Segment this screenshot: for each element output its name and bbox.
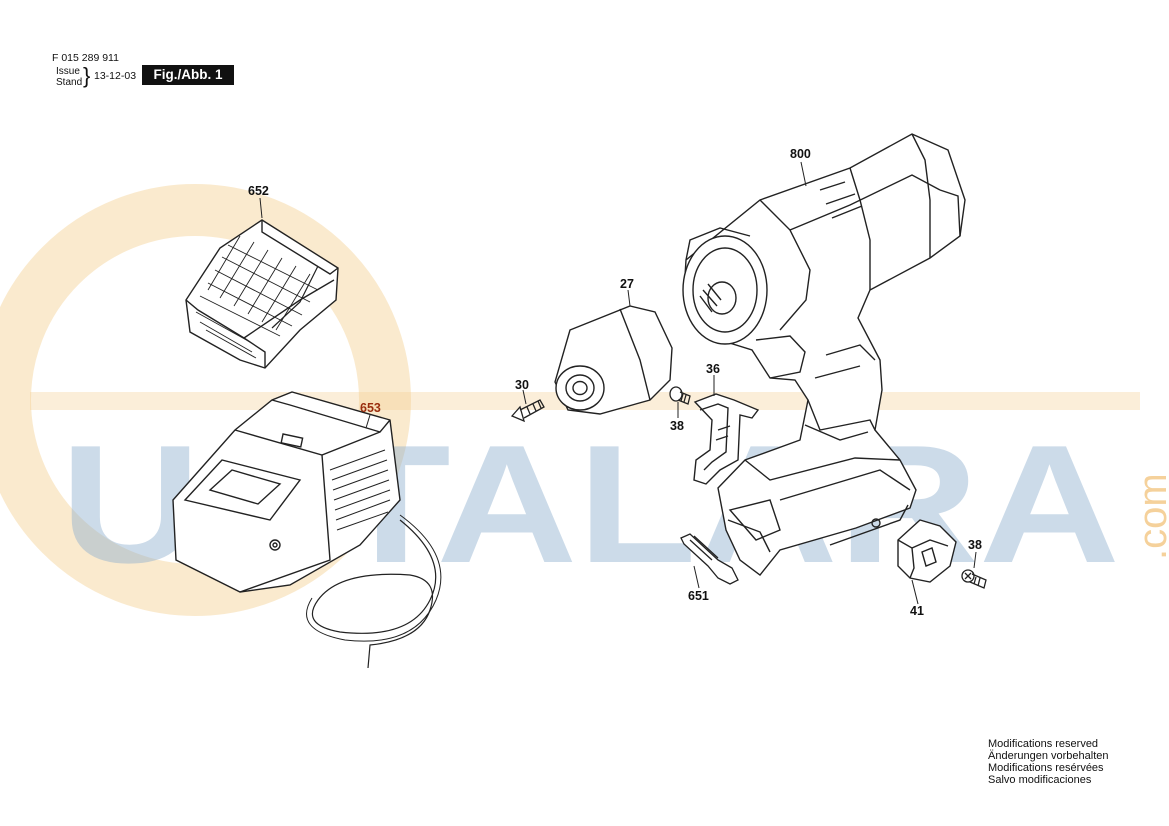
callout-41: 41 [910, 604, 924, 618]
issue-date: 13-12-03 [94, 70, 137, 82]
callout-36: 36 [706, 362, 720, 376]
watermark-suffix: .com [1131, 473, 1169, 560]
part-41-drawing [897, 519, 957, 583]
charger-drawing [172, 391, 442, 669]
footer-line-fr: Modifications resérvées [988, 762, 1104, 774]
screw-38-upper-drawing [669, 386, 691, 405]
belt-clip-drawing [693, 393, 760, 485]
callout-653: 653 [360, 401, 381, 415]
screw-30-drawing [510, 399, 545, 423]
callout-38-lower: 38 [968, 538, 982, 552]
screwdriver-bit-drawing [680, 533, 739, 585]
callout-27: 27 [620, 277, 634, 291]
callout-651: 651 [688, 589, 709, 603]
leader-lines [259, 161, 977, 605]
document-number: F 015 289 911 [52, 52, 119, 64]
callout-labels: 652 653 27 30 38 36 800 651 38 41 [248, 147, 982, 618]
watermark-ring [0, 184, 411, 616]
footer-line-de: Änderungen vorbehalten [988, 750, 1109, 762]
footer-line-en: Modifications reserved [988, 738, 1099, 750]
callout-30: 30 [515, 378, 529, 392]
stand-label: Stand [56, 77, 83, 88]
brace-glyph: } [83, 63, 91, 88]
callout-652: 652 [248, 184, 269, 198]
footer-line-es: Salvo modificaciones [988, 774, 1092, 786]
chuck-drawing [554, 305, 673, 415]
callout-38-upper: 38 [670, 419, 684, 433]
issue-label: Issue [56, 66, 80, 77]
screw-38-lower-drawing [961, 569, 987, 589]
battery-pack-drawing [185, 219, 339, 369]
modifications-notice: Modifications reserved Änderungen vorbeh… [988, 738, 1108, 786]
callout-800: 800 [790, 147, 811, 161]
figure-label: Fig./Abb. 1 [142, 65, 234, 85]
drill-body-drawing [682, 133, 966, 576]
